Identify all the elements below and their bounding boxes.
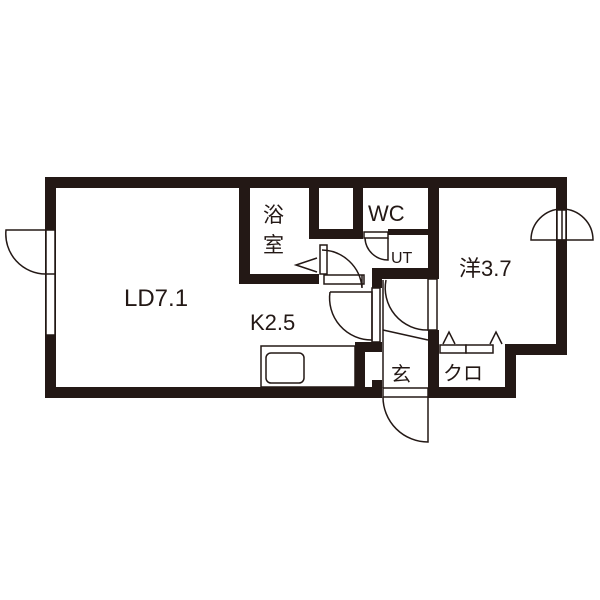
room-label-entrance: 玄 xyxy=(391,363,411,386)
room-label-wc: WC xyxy=(368,201,405,226)
sink-icon xyxy=(265,352,305,384)
kitchen-counter xyxy=(260,345,356,388)
room-label-bath-1: 浴 xyxy=(263,204,284,227)
windows xyxy=(45,229,56,336)
closet-doors xyxy=(439,330,503,354)
room-label-bath-2: 室 xyxy=(263,234,284,257)
room-label-ut: UT xyxy=(391,250,413,267)
room-label-kitchen: K2.5 xyxy=(250,310,295,335)
room-label-ld: LD7.1 xyxy=(124,285,188,312)
room-label-closet: クロ xyxy=(443,362,483,385)
doors xyxy=(5,208,594,443)
room-label-western: 洋3.7 xyxy=(459,256,512,281)
